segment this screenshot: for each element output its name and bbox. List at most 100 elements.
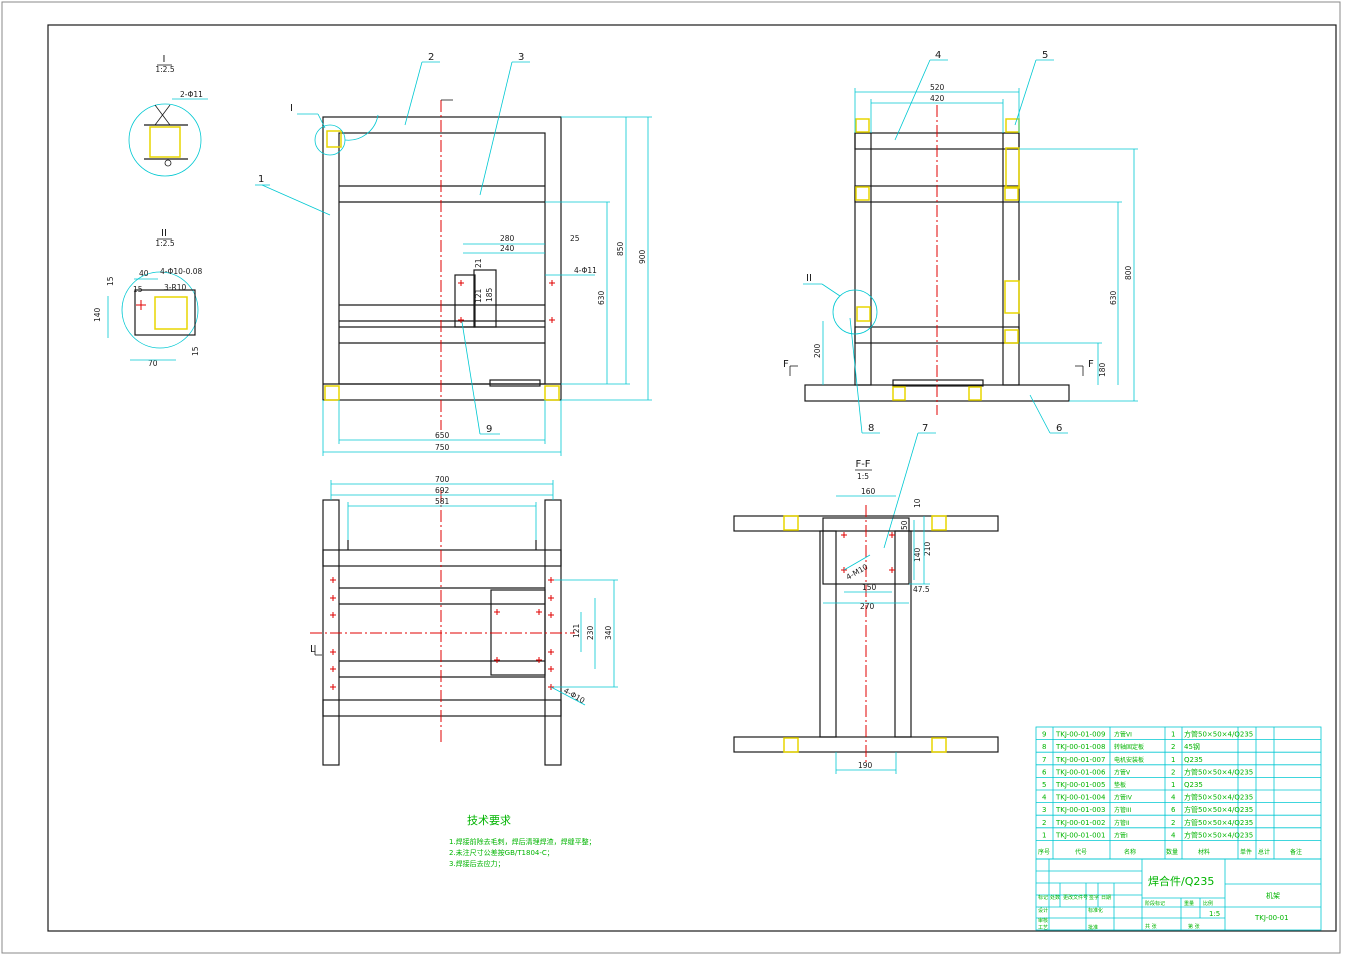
bom-header-cell: 单件 xyxy=(1240,848,1252,856)
detail-II-label: II xyxy=(161,228,167,239)
tb-label-date: 日期 xyxy=(1101,895,1111,901)
tb-label-review: 审核 xyxy=(1038,917,1048,924)
bom-row-name: 电机安装板 xyxy=(1114,756,1144,764)
section-mark-F-left: F xyxy=(783,359,789,370)
balloon-8: 8 xyxy=(868,423,874,434)
detail-II-dim-15b: 15 xyxy=(106,276,115,286)
front-dim-185: 185 xyxy=(485,287,494,302)
bom-row-material: 方管50×50×4/Q235 xyxy=(1184,830,1253,839)
side-dim-420: 420 xyxy=(930,94,945,103)
side-detail-callout: II xyxy=(806,273,812,284)
front-dim-630: 630 xyxy=(597,290,606,305)
detail-II-callout-1: 4-Φ10-0.08 xyxy=(160,267,203,276)
section-dim-140: 140 xyxy=(913,547,922,562)
detail-II-circle xyxy=(121,271,199,349)
title-block-scale: 1:5 xyxy=(1209,910,1220,918)
side-dim-520: 520 xyxy=(930,83,945,92)
top-section-mark: L xyxy=(310,644,316,655)
bom-row-material: 45钢 xyxy=(1184,742,1200,751)
front-hole-callout: 4-Φ11 xyxy=(574,266,597,275)
tech-req-title: 技术要求 xyxy=(467,814,511,827)
detail-I-label: I xyxy=(163,54,166,65)
balloon-6: 6 xyxy=(1056,423,1062,434)
side-dim-630: 630 xyxy=(1109,290,1118,305)
tb-label-change: 更改文件号 xyxy=(1063,894,1088,901)
tb-label-mark: 标记 xyxy=(1038,894,1048,901)
tb-label-process: 工艺 xyxy=(1038,925,1048,931)
bom-header-cell: 序号 xyxy=(1038,848,1050,856)
bom-header-cell: 总计 xyxy=(1258,848,1270,856)
bom-row-qty: 2 xyxy=(1171,819,1175,827)
tech-req-item-3: 3.焊接后去应力； xyxy=(449,859,505,868)
bom-row-no: 2 xyxy=(1042,819,1046,827)
bom-header-cell: 备注 xyxy=(1290,848,1302,856)
tech-req-item-1: 1.焊接前除去毛刺，焊后清理焊渣，焊缝平整； xyxy=(449,837,596,846)
bom-row-no: 7 xyxy=(1042,756,1046,764)
bom-row-name: 方管II xyxy=(1114,819,1130,827)
bom-row-qty: 4 xyxy=(1171,831,1176,839)
front-dim-900: 900 xyxy=(638,249,647,264)
bom-row-code: TKJ-00-01-009 xyxy=(1055,731,1105,739)
title-block-material: 焊合件/Q235 xyxy=(1148,874,1214,888)
bom-row-no: 6 xyxy=(1042,768,1047,776)
side-view: 520 420 630 800 200 180 F F II 4 5 6 xyxy=(783,50,1138,549)
tb-label-approve: 批准 xyxy=(1088,924,1098,931)
tb-label-count: 处数 xyxy=(1050,894,1060,901)
bom-row-code: TKJ-00-01-001 xyxy=(1055,831,1105,839)
bom-row-material: 方管50×50×4/Q235 xyxy=(1184,793,1253,802)
bom-row-qty: 4 xyxy=(1171,794,1176,802)
bom-row-code: TKJ-00-01-008 xyxy=(1055,743,1105,751)
detail-I-callout: 2-Φ11 xyxy=(180,90,203,99)
bom-row-code: TKJ-00-01-004 xyxy=(1055,794,1106,802)
bom-row-material: 方管50×50×4/Q235 xyxy=(1184,730,1253,739)
detail-II-dim-40: 40 xyxy=(139,269,149,278)
bom-row-code: TKJ-00-01-005 xyxy=(1055,781,1105,789)
bom-row-code: TKJ-00-01-002 xyxy=(1055,819,1105,827)
section-dim-47.5: 47.5 xyxy=(913,585,930,594)
tb-label-sheet-no: 第 张 xyxy=(1188,923,1200,930)
bom-row-no: 9 xyxy=(1042,731,1046,739)
front-detail-callout: I xyxy=(290,103,293,114)
front-dim-240: 240 xyxy=(500,244,515,253)
section-dim-150: 150 xyxy=(862,583,877,592)
title-block: 焊合件/Q235 机架 TKJ-00-01 1:5 标记 处数 更改文件号 签字… xyxy=(1035,858,1322,931)
tech-req-item-2: 2.未注尺寸公差按GB/T1804-C； xyxy=(449,848,554,857)
bom-row-code: TKJ-00-01-007 xyxy=(1055,756,1105,764)
detail-II-dim-140: 140 xyxy=(93,307,102,322)
top-hole-callout: 4-Φ10 xyxy=(562,686,587,705)
detail-I-view: I 1:2.5 2-Φ11 xyxy=(128,54,208,177)
tb-label-weight: 重量 xyxy=(1184,900,1194,907)
balloon-3: 3 xyxy=(518,52,524,63)
bom-row-name: 方管IV xyxy=(1114,794,1133,802)
bom-row-no: 1 xyxy=(1042,831,1046,839)
bom-header-cell: 代号 xyxy=(1075,848,1087,856)
bom-row-name: 方管V xyxy=(1114,768,1131,776)
balloon-9: 9 xyxy=(486,424,492,435)
section-dim-160: 160 xyxy=(861,487,876,496)
top-dim-230: 230 xyxy=(586,625,595,640)
section-dim-210: 210 xyxy=(923,541,932,556)
front-dim-280: 280 xyxy=(500,234,515,243)
tb-label-standard: 标准化 xyxy=(1088,907,1103,914)
balloon-1: 1 xyxy=(258,174,264,185)
bom-row-code: TKJ-00-01-003 xyxy=(1055,806,1105,814)
bom-header-cell: 名称 xyxy=(1124,848,1136,856)
side-dim-800: 800 xyxy=(1124,265,1133,280)
bom-row-qty: 2 xyxy=(1171,743,1175,751)
tb-label-sheets: 共 张 xyxy=(1145,923,1157,930)
bom-row-qty: 6 xyxy=(1171,806,1176,814)
detail-II-callout-2: 3-R10 xyxy=(164,283,186,292)
bom-row-name: 垫板 xyxy=(1114,781,1126,789)
bom-row-material: Q235 xyxy=(1184,781,1203,789)
bom-row-name: 转轴固定板 xyxy=(1114,743,1144,751)
inner-frame xyxy=(47,24,1337,932)
front-dim-121: 121 xyxy=(474,288,483,303)
front-dim-850: 850 xyxy=(616,241,625,256)
section-dim-270: 270 xyxy=(860,602,875,611)
bom-row-name: 方管III xyxy=(1114,806,1132,814)
bom-row-qty: 2 xyxy=(1171,768,1175,776)
bom-row-name: 方管VI xyxy=(1114,731,1132,739)
bom-row-code: TKJ-00-01-006 xyxy=(1055,768,1106,776)
